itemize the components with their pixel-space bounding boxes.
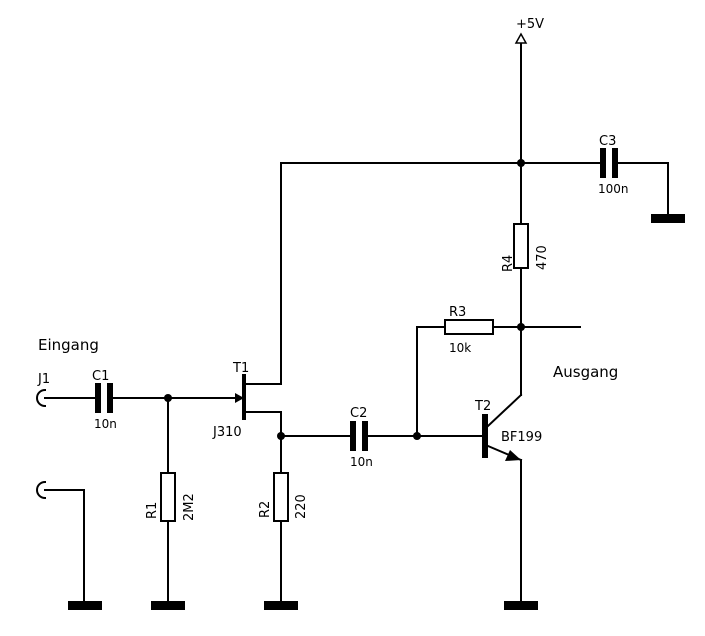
- r4-value: 470: [535, 245, 550, 270]
- r1-ref: R1: [145, 502, 160, 519]
- jfet-t1: T1 J310: [212, 361, 249, 440]
- ground-icon-r2: [264, 601, 298, 610]
- c3-value: 100n: [598, 182, 629, 196]
- t1-gate-arrow-icon: [235, 393, 244, 403]
- t2-emitter-arrow-icon: [505, 450, 521, 461]
- t1-type: J310: [212, 425, 242, 440]
- r2-value: 220: [294, 494, 309, 519]
- c3-plate-right: [612, 148, 618, 178]
- c3-plate-left: [600, 148, 606, 178]
- resistor-r4: R4 470: [501, 223, 550, 272]
- output-label: Ausgang: [553, 363, 618, 381]
- supply-terminal: +5V: [514, 17, 544, 44]
- t2-collector-lead: [486, 393, 523, 428]
- t2-type: BF199: [501, 430, 542, 445]
- resistor-r3: R3 10k: [444, 305, 494, 355]
- junction-top: [517, 159, 525, 167]
- c2-plate-left: [350, 421, 356, 451]
- c2-value: 10n: [350, 455, 373, 469]
- junction-base: [413, 432, 421, 440]
- r3-body: [444, 319, 494, 335]
- ground-icon-c3: [651, 214, 685, 223]
- j1-ref: J1: [37, 372, 50, 387]
- bjt-t2: T2 BF199: [474, 393, 542, 462]
- r3-ref: R3: [449, 305, 466, 320]
- junction-gate: [164, 394, 172, 402]
- ground-icon-t2: [504, 601, 538, 610]
- ground-icon-r1: [151, 601, 185, 610]
- capacitor-c3: C3 100n: [598, 134, 629, 196]
- grounds: [68, 214, 685, 610]
- r1-value: 2M2: [182, 493, 197, 521]
- resistor-r1: R1 2M2: [145, 472, 197, 522]
- c1-ref: C1: [92, 369, 109, 384]
- junction-source: [277, 432, 285, 440]
- c1-value: 10n: [94, 417, 117, 431]
- c3-ref: C3: [599, 134, 616, 149]
- c1-plate-left: [95, 383, 101, 413]
- input-label: Eingang: [38, 336, 99, 354]
- r4-body: [513, 223, 529, 269]
- supply-label: +5V: [516, 17, 544, 32]
- r2-ref: R2: [258, 501, 273, 518]
- r1-body: [160, 472, 176, 522]
- t1-ref: T1: [232, 361, 249, 376]
- junction-output: [517, 323, 525, 331]
- c2-ref: C2: [350, 406, 367, 421]
- supply-arrow-icon: [514, 32, 528, 44]
- wires: [44, 41, 669, 603]
- r2-body: [273, 472, 289, 522]
- capacitor-c2: C2 10n: [350, 406, 373, 469]
- resistor-r2: R2 220: [258, 472, 309, 522]
- jack-sleeve-icon: [36, 480, 47, 500]
- t2-ref: T2: [474, 399, 491, 414]
- jack-tip-icon: [36, 388, 47, 408]
- r4-ref: R4: [501, 255, 516, 272]
- c2-plate-right: [362, 421, 368, 451]
- c1-plate-right: [107, 383, 113, 413]
- capacitor-c1: C1 10n: [92, 369, 117, 431]
- ground-icon-j1: [68, 601, 102, 610]
- junctions: [164, 159, 525, 440]
- jack-j1: J1 Eingang: [36, 336, 99, 500]
- r3-value: 10k: [449, 341, 471, 355]
